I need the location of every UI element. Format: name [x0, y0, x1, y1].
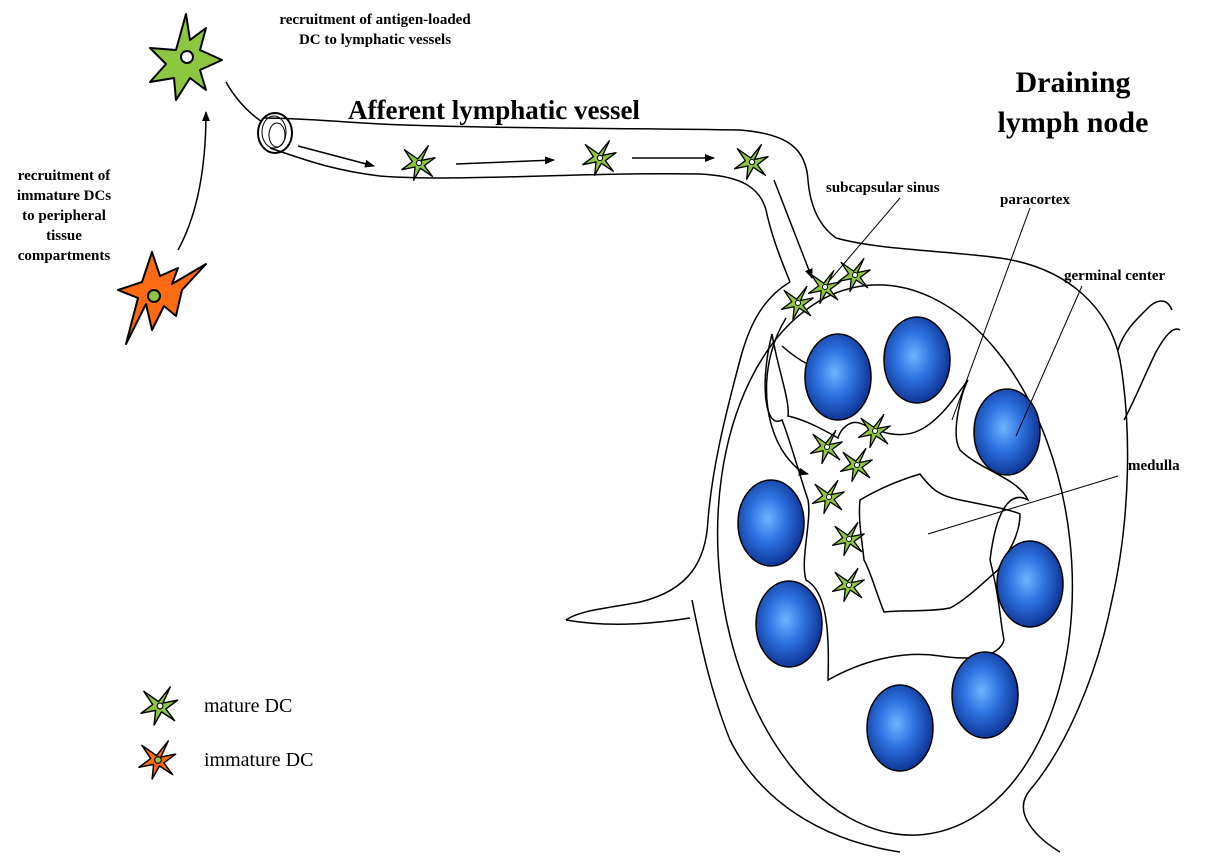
germinal-center-6 [756, 581, 822, 667]
paracortex-mature-dc-icon-6 [833, 569, 865, 602]
label-medulla: medulla [1128, 456, 1180, 476]
vessel-arrow-2 [456, 160, 554, 164]
label-recruitment-immature-line-1: recruitment of [4, 166, 124, 186]
afferent-vessel-outline-lower [270, 148, 790, 282]
label-paracortex: paracortex [1000, 190, 1070, 210]
label-subcapsular-sinus: subcapsular sinus [826, 178, 940, 198]
vessel-mature-dc-icon-3 [735, 145, 768, 180]
label-draining-node-line-1: Draining [978, 63, 1168, 103]
germinal-center-5 [997, 541, 1063, 627]
germinal-center-2 [884, 317, 950, 403]
antigen-loaded-dc-icon [150, 14, 222, 100]
vessel-arrow-4 [774, 180, 812, 278]
germinal-center-7 [952, 652, 1018, 738]
label-draining-node-line-2: lymph node [978, 103, 1168, 143]
vessel-mature-dc-icon-2 [583, 141, 616, 176]
label-recruitment-antigen: recruitment of antigen-loaded DC to lymp… [240, 10, 510, 50]
dc-to-vessel-curve [226, 82, 262, 122]
label-recruitment-immature-line-2: immature DCs [4, 186, 124, 206]
germinal-center-4 [738, 480, 804, 566]
label-afferent-vessel: Afferent lymphatic vessel [348, 94, 640, 127]
efferent-left [566, 618, 690, 624]
label-recruitment-immature-line-3: to peripheral [4, 206, 124, 226]
paracortex-mature-dc-icon-1 [811, 431, 843, 464]
vessel-mature-dc-icon-1 [402, 146, 435, 181]
label-recruitment-immature-line-4: tissue [4, 226, 124, 246]
paracortex-mature-dc-icon-5 [833, 523, 865, 556]
legend-mature-label: mature DC [204, 694, 292, 718]
paracortex-mature-dc-icon-4 [813, 481, 845, 514]
afferent-vessel-outline [264, 118, 836, 238]
efferent-right-upper [1118, 301, 1172, 350]
vessel-opening-icon [258, 113, 292, 153]
legend-immature-label: immature DC [204, 748, 313, 772]
leader-medulla [928, 476, 1118, 534]
efferent-right-lower [1124, 329, 1180, 420]
legend-immature-dc-icon [139, 741, 176, 779]
germinal-center-8 [867, 685, 933, 771]
immature-dc-icon [118, 252, 206, 344]
sinus-mature-dc-icon-1 [782, 287, 814, 320]
paracortex-mature-dc-icon-2 [859, 415, 891, 448]
label-recruitment-antigen-line1: recruitment of antigen-loaded [240, 10, 510, 30]
lymph-node-capsule-left [566, 282, 790, 620]
leader-paracortex [952, 208, 1030, 420]
label-germinal-center: germinal center [1064, 266, 1165, 286]
recruitment-arrow [178, 112, 206, 250]
leader-germinal-center [1016, 286, 1082, 436]
label-recruitment-immature-line-5: compartments [4, 246, 124, 266]
sinus-mature-dc-icon-3 [839, 259, 871, 292]
legend-mature-dc-icon [141, 687, 178, 725]
label-recruitment-antigen-line2: DC to lymphatic vessels [240, 30, 510, 50]
vessel-arrow-1 [298, 146, 374, 166]
germinal-center-3 [974, 389, 1040, 475]
germinal-center-1 [805, 334, 871, 420]
paracortex-mature-dc-icon-3 [841, 449, 873, 482]
